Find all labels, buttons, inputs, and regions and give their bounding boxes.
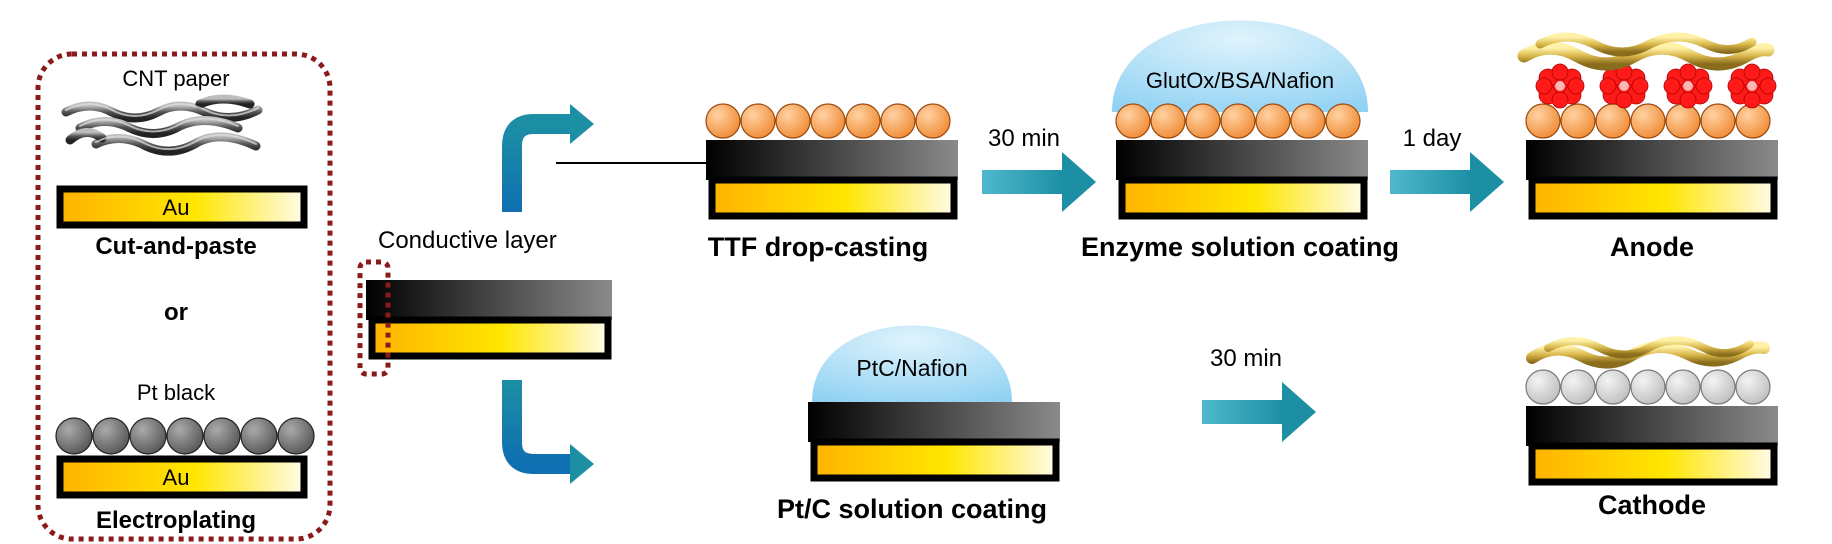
- ttf-particle-icon: [915, 103, 951, 139]
- pt-black-particle-icon: [55, 417, 93, 455]
- small-dashed-frame: [357, 259, 391, 377]
- ttf-particle-icon: [1115, 103, 1151, 139]
- ptc-particle-icon: [1665, 369, 1701, 405]
- process-arrow-icon-up-branch: [502, 104, 594, 212]
- gold-electrode-anode: [1528, 176, 1778, 220]
- ptc-coating-label: Pt/C solution coating: [777, 494, 1047, 524]
- ttf-particle-icon: [1665, 103, 1701, 139]
- ttf-particle-icon: [775, 103, 811, 139]
- process-arrow-icon-3: [1202, 382, 1316, 442]
- electroplating-label: Electroplating: [96, 507, 256, 534]
- ttf-particle-icon: [1595, 103, 1631, 139]
- ttf-particle-icon: [845, 103, 881, 139]
- conductive-layer-ttf: [706, 140, 958, 180]
- ttf-particle-icon: [1220, 103, 1256, 139]
- ttf-particles-step1: [705, 103, 951, 139]
- enzyme-icon: [1663, 63, 1713, 109]
- conductive-layer-label: Conductive layer: [378, 227, 557, 254]
- ttf-particle-icon: [705, 103, 741, 139]
- ttf-particle-icon: [740, 103, 776, 139]
- ttf-particle-icon: [1630, 103, 1666, 139]
- cut-and-paste-label: Cut-and-paste: [95, 233, 256, 260]
- enzyme-icon: [1535, 63, 1585, 109]
- ttf-particle-icon: [880, 103, 916, 139]
- gold-electrode-ttf: [708, 176, 958, 220]
- au-label-bottom: Au: [163, 465, 190, 490]
- time-label-30min-anode: 30 min: [988, 125, 1060, 152]
- gold-electrode-bottom-left: [56, 455, 308, 499]
- pt-black-particle-icon: [203, 417, 241, 455]
- ptc-droplet-label: PtC/Nafion: [856, 355, 967, 381]
- enzyme-droplet-label: GlutOx/BSA/Nafion: [1146, 68, 1334, 93]
- gold-electrode-top-left: [56, 185, 308, 229]
- gold-electrode-cathode: [1528, 442, 1778, 486]
- left-dashed-frame: [35, 51, 333, 542]
- droplet-icon-ptc: [812, 325, 1012, 402]
- conductive-layer-anode: [1526, 140, 1778, 180]
- pt-black-particles: [55, 417, 315, 455]
- gold-electrode-ptc: [810, 438, 1060, 482]
- ttf-particle-icon: [1290, 103, 1326, 139]
- process-arrow-icon-1: [982, 152, 1096, 212]
- time-label-30min-cathode: 30 min: [1210, 345, 1282, 372]
- gold-electrode-center: [368, 316, 612, 360]
- conductive-layer-center: [366, 280, 612, 320]
- process-arrow-icon-2: [1390, 152, 1504, 212]
- conductive-layer-ptc: [808, 402, 1060, 442]
- ttf-particle-icon: [1735, 103, 1771, 139]
- ttf-particle-icon: [1185, 103, 1221, 139]
- pt-black-particle-icon: [166, 417, 204, 455]
- ttf-particle-icon: [1525, 103, 1561, 139]
- process-arrow-icon-down-branch: [502, 380, 594, 484]
- ttf-particle-icon: [1255, 103, 1291, 139]
- time-label-1day: 1 day: [1403, 125, 1462, 152]
- enzyme-icon-row: [1535, 63, 1777, 109]
- cnt-fiber-icon: [61, 94, 263, 156]
- ttf-particle-icon: [1560, 103, 1596, 139]
- pt-black-particle-icon: [240, 417, 278, 455]
- ptc-particle-icon: [1525, 369, 1561, 405]
- pt-black-particle-icon: [129, 417, 167, 455]
- droplet-icon-enzyme: [1112, 20, 1368, 112]
- pt-black-particle-icon: [277, 417, 315, 455]
- ptc-particle-icon: [1700, 369, 1736, 405]
- ptc-particles-cathode: [1525, 369, 1771, 405]
- cnt-fiber-icon-anode: [1517, 32, 1775, 71]
- ptc-particle-icon: [1630, 369, 1666, 405]
- cathode-label: Cathode: [1598, 490, 1706, 520]
- gold-electrode-enzyme: [1118, 176, 1368, 220]
- au-label-top: Au: [163, 195, 190, 220]
- ttf-particle-icon: [1700, 103, 1736, 139]
- ttf-particles-step2: [1115, 103, 1361, 139]
- enzyme-icon: [1727, 63, 1777, 109]
- enzyme-coating-label: Enzyme solution coating: [1081, 232, 1399, 262]
- pt-black-particle-icon: [92, 417, 130, 455]
- or-label: or: [164, 299, 188, 326]
- ptc-particle-icon: [1560, 369, 1596, 405]
- cnt-paper-label: CNT paper: [122, 66, 229, 91]
- ptc-particle-icon: [1735, 369, 1771, 405]
- ptc-particle-icon: [1595, 369, 1631, 405]
- anode-label: Anode: [1610, 232, 1694, 262]
- enzyme-icon: [1599, 63, 1649, 109]
- ttf-particle-icon: [1150, 103, 1186, 139]
- cnt-fiber-icon-cathode: [1526, 336, 1770, 369]
- ttf-particle-icon: [1325, 103, 1361, 139]
- ttf-particles-anode: [1525, 103, 1771, 139]
- conductive-layer-cathode: [1526, 406, 1778, 446]
- conductive-layer-enzyme: [1116, 140, 1368, 180]
- pt-black-label: Pt black: [137, 380, 216, 405]
- ttf-particle-icon: [810, 103, 846, 139]
- ttf-drop-casting-label: TTF drop-casting: [708, 232, 928, 262]
